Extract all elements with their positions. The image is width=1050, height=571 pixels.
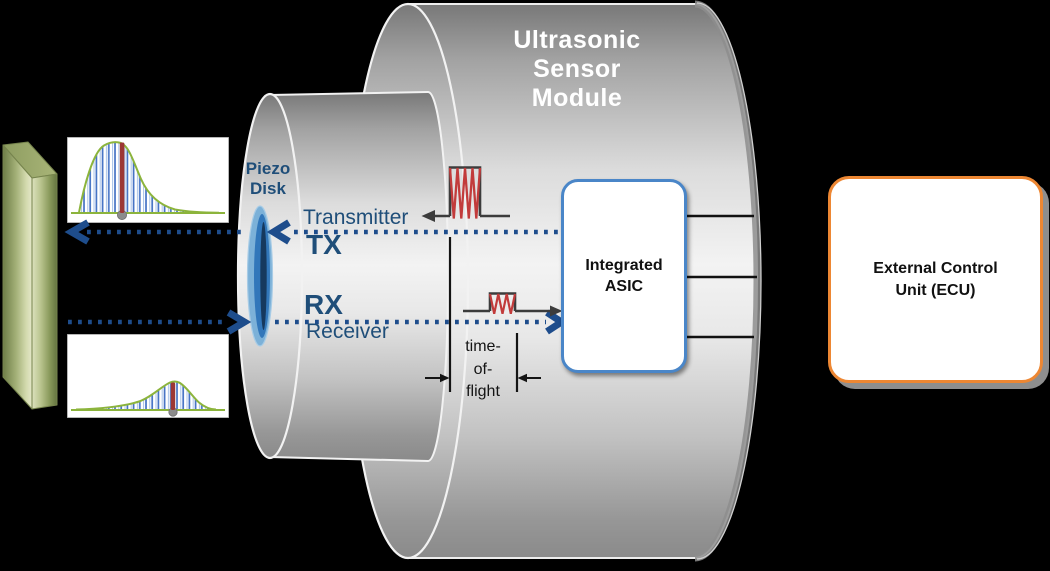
- rx-label: RX: [304, 289, 343, 320]
- echo-envelope-fill: [76, 381, 216, 410]
- integrated-asic-box: Integrated ASIC: [561, 179, 687, 373]
- rx-arrow-at-disk-icon: [226, 309, 252, 335]
- outgoing-echo-plot: [67, 137, 229, 223]
- rx-echo-zigzag: [488, 293, 517, 315]
- echo-envelope-curve: [75, 380, 217, 411]
- piezo-housing-cylinder: [236, 90, 450, 463]
- asic-output-lines: [687, 214, 757, 339]
- ecu-label: External Control Unit (ECU): [873, 259, 998, 299]
- tx-arrow-left-icon: [64, 219, 90, 245]
- module-title-line2: Sensor: [533, 55, 621, 83]
- piezo-disk: [246, 205, 274, 347]
- dim-arrow-right-icon: [440, 373, 450, 383]
- echo-peak-marker: [119, 142, 125, 213]
- tx-burst-signal: [421, 166, 510, 222]
- piezo-disk-label: Piezo Disk: [245, 159, 291, 198]
- time-of-flight-label: time- of- flight: [465, 338, 501, 400]
- tx-arrow-at-disk-icon: [266, 219, 291, 245]
- external-control-unit-box: External Control Unit (ECU): [828, 176, 1043, 383]
- echo-envelope-fill: [79, 142, 219, 213]
- echo-envelope-curve: [78, 141, 220, 214]
- dim-arrow-left-icon: [517, 373, 527, 383]
- transmitter-label: Transmitter: [303, 206, 409, 229]
- echo-peak-marker: [170, 382, 176, 410]
- tx-burst-zigzag: [448, 167, 482, 219]
- tx-label: TX: [306, 229, 342, 260]
- module-title-line1: Ultrasonic: [513, 26, 641, 54]
- receiver-label: Receiver: [306, 320, 389, 343]
- asic-label: Integrated ASIC: [585, 257, 663, 295]
- module-title: Ultrasonic Sensor Module: [462, 26, 692, 113]
- rx-signal-arrowhead-icon: [550, 305, 563, 317]
- obstacle-slab: [2, 141, 58, 410]
- returning-echo-plot: [67, 334, 229, 418]
- module-title-line3: Module: [531, 84, 623, 112]
- tx-signal-arrowhead-icon: [421, 210, 435, 222]
- time-of-flight-dimension: [425, 237, 541, 392]
- rx-echo-signal: [463, 292, 563, 317]
- cylinder-right-rim: [694, 0, 761, 562]
